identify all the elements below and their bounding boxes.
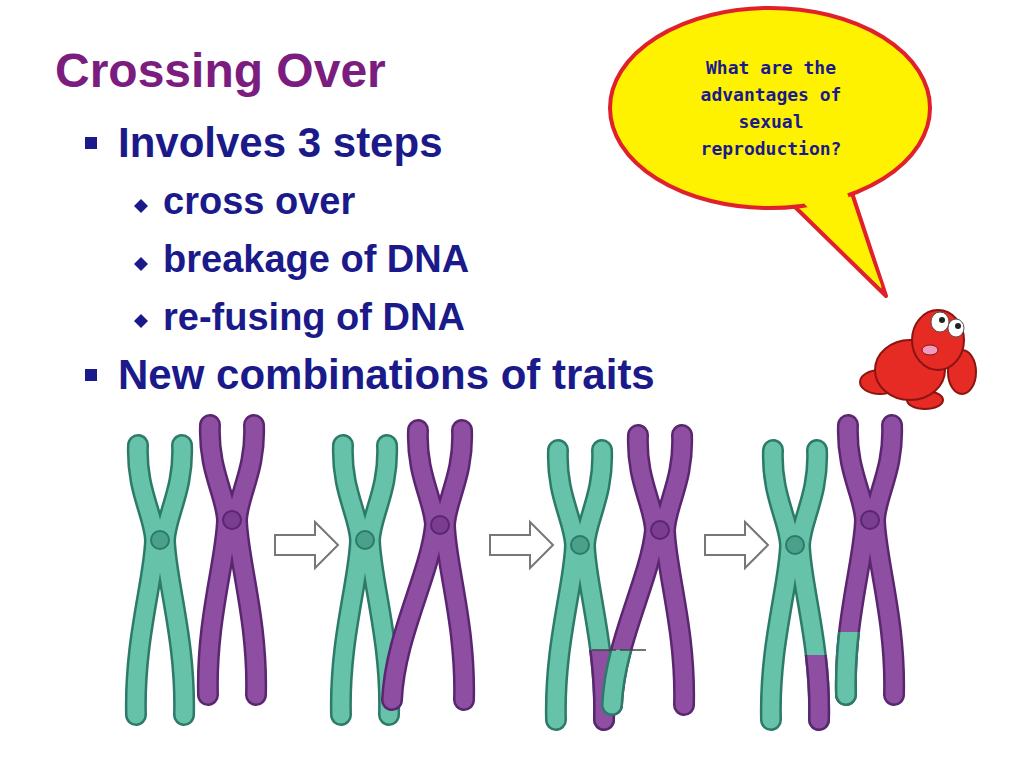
mascot-head: [912, 310, 964, 370]
segment: [800, 655, 819, 720]
diamond-bullet: [134, 314, 148, 328]
teal-chromosome: [341, 445, 389, 715]
step-arrow: [490, 522, 553, 568]
exchanged-segment: [800, 655, 819, 720]
slide-title: Crossing Over: [55, 42, 615, 100]
bubble-body: [610, 8, 930, 208]
centromere: [651, 521, 669, 539]
break-line: [592, 649, 616, 651]
chromatid: [612, 435, 655, 705]
mascot-eye: [948, 319, 964, 337]
mascot-pupil: [955, 323, 961, 329]
chromatid-outline: [392, 430, 435, 700]
segment-outline: [585, 650, 604, 720]
teal-chromosome: [771, 450, 819, 720]
segment-outline: [800, 655, 819, 720]
exchanged-segment: [846, 632, 865, 695]
segment: [612, 650, 655, 705]
dna-mascot: [860, 310, 976, 409]
diamond-bullet: [134, 199, 148, 213]
purple-segment: [585, 650, 604, 720]
segment-outline: [846, 632, 865, 695]
teal-segment: [846, 632, 865, 695]
chromatid-outline: [612, 435, 655, 705]
break-line: [620, 649, 646, 651]
square-bullet: [85, 369, 97, 381]
purple-chromosome: [612, 435, 684, 705]
chromatid: [665, 435, 684, 705]
chromatid: [392, 430, 435, 700]
teal-chromosome: [136, 445, 184, 715]
segment: [585, 650, 604, 720]
step-arrow: [275, 522, 338, 568]
chromatid: [445, 430, 464, 700]
purple-chromosome: [392, 430, 464, 700]
purple-segment: [800, 655, 819, 720]
step-arrow: [705, 522, 768, 568]
mascot-mouth: [922, 345, 938, 355]
exchanged-segments: [585, 650, 655, 720]
segment-outline: [612, 650, 655, 705]
teal-chromosome: [556, 450, 604, 720]
bullet-text: New combinations of traits: [118, 350, 1000, 400]
mascot-pupil: [939, 317, 945, 323]
bubble-text-block: What are the advantages of sexual reprod…: [683, 54, 859, 162]
chromatid-outline: [665, 435, 684, 705]
bubble-question: What are the advantages of sexual reprod…: [683, 54, 859, 162]
mascot-eye: [931, 312, 949, 332]
chromatid-outline: [445, 430, 464, 700]
square-bullet: [85, 137, 97, 149]
centromere: [431, 516, 449, 534]
teal-segment: [612, 650, 655, 705]
purple-chromosome: [208, 425, 256, 695]
purple-chromosome: [846, 425, 894, 695]
segment: [846, 632, 865, 695]
speech-bubble: What are the advantages of sexual reprod…: [606, 6, 936, 301]
bullet-text: re-fusing of DNA: [163, 295, 1000, 341]
bubble-seam: [800, 190, 882, 288]
diamond-bullet: [134, 257, 148, 271]
